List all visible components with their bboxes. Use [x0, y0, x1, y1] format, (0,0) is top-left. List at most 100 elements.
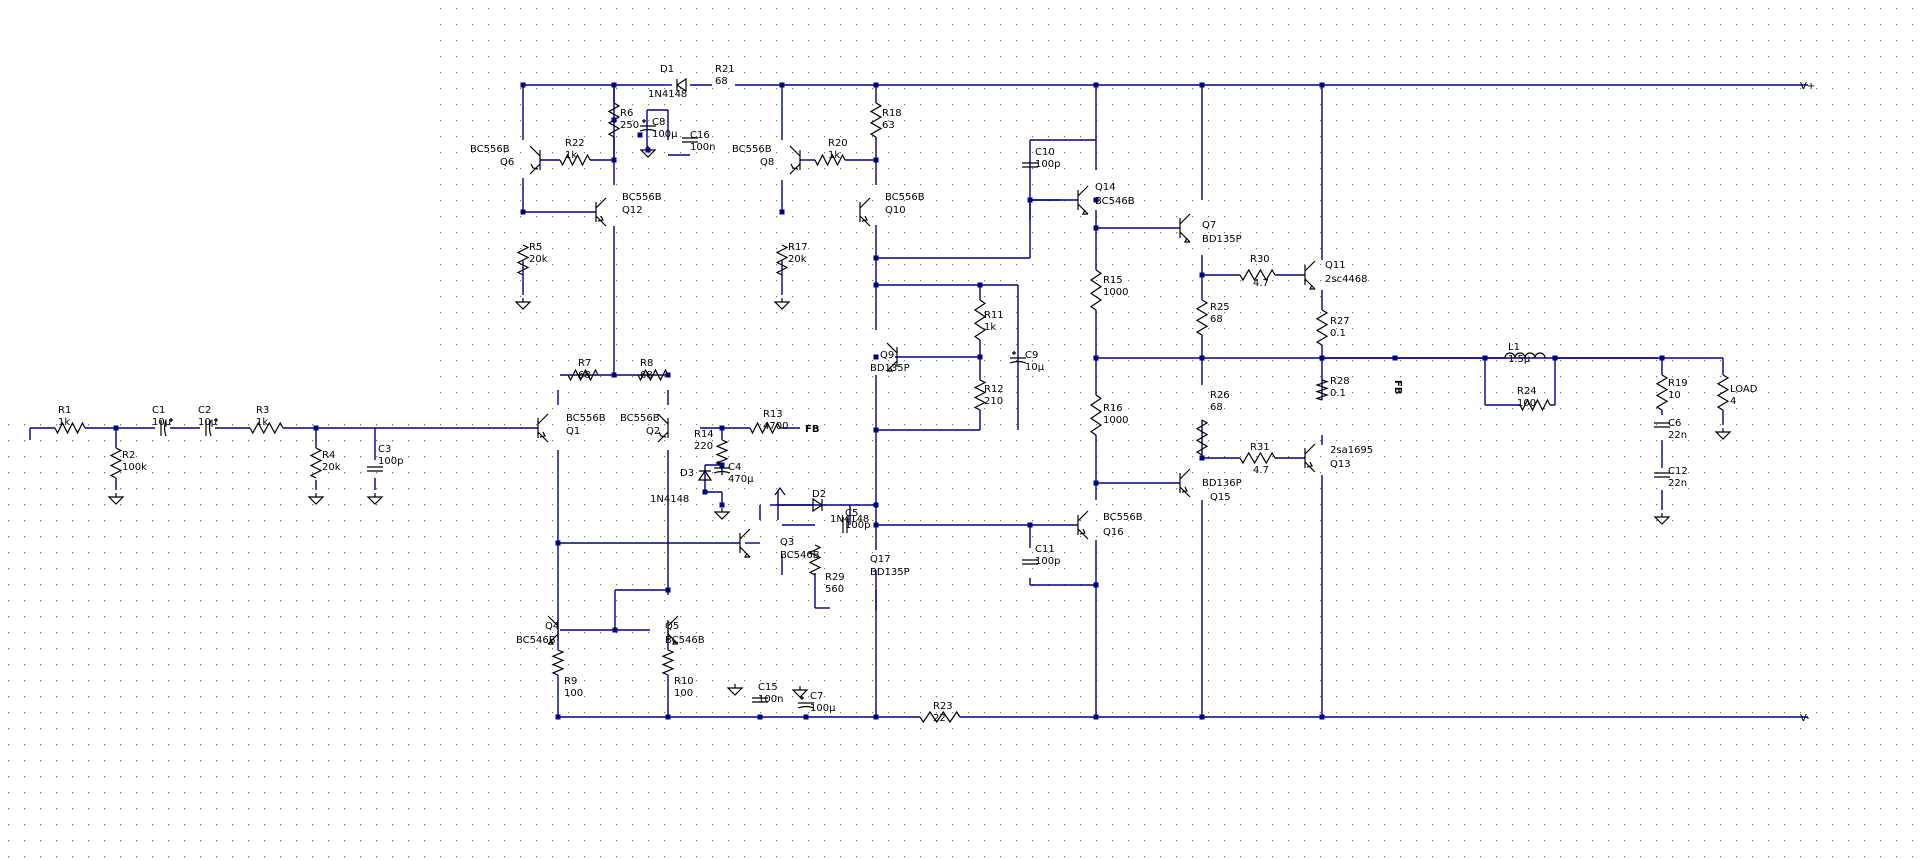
junction-dot	[113, 425, 119, 431]
junction-dot	[757, 714, 763, 720]
value-q16: BC556B	[1103, 512, 1143, 523]
junction-dot	[1199, 272, 1205, 278]
ref-r21: R21	[715, 64, 735, 75]
wires	[29, 84, 1808, 718]
junction-dot	[873, 427, 879, 433]
value-d1: 1N4148	[648, 89, 687, 100]
ref-d1: D1	[660, 64, 674, 75]
ref-q6: Q6	[500, 157, 514, 168]
resistor	[1315, 379, 1329, 401]
transistor-leads	[859, 197, 871, 227]
value-r12: 210	[984, 396, 1003, 407]
ground-symbol	[107, 493, 125, 505]
ref-r7: R7	[578, 358, 591, 369]
junction-dot	[1093, 480, 1099, 486]
transistor-arrow	[597, 215, 604, 222]
junction-dot	[611, 372, 617, 378]
ref-r17: R17	[788, 242, 808, 253]
value-q14: BC546B	[1095, 196, 1135, 207]
ref-r27: R27	[1330, 316, 1350, 327]
ref-c11: C11	[1035, 544, 1055, 555]
resistor	[814, 153, 846, 167]
transistor-arrow	[1079, 528, 1086, 535]
junction-dot	[1319, 714, 1325, 720]
resistor	[1239, 451, 1276, 465]
capacitor	[752, 697, 768, 703]
ref-r4: R4	[322, 450, 335, 461]
value-q15: BD136P	[1202, 478, 1242, 489]
junction-dot	[873, 255, 879, 261]
electrolytic-capacitor	[713, 467, 731, 474]
value-q3: BC546B	[780, 550, 820, 561]
transistor-arrow	[658, 431, 667, 438]
value-r16: 1000	[1103, 415, 1128, 426]
value-c8: 100µ	[652, 129, 678, 140]
junction-dot	[1552, 355, 1558, 361]
junction-dot	[719, 425, 725, 431]
value-c5: 100p	[845, 520, 870, 531]
value-q6: BC556B	[470, 144, 510, 155]
ref-r29: R29	[825, 572, 845, 583]
junction-dot	[873, 522, 879, 528]
capacitor	[1654, 422, 1670, 428]
resistor	[775, 244, 789, 276]
value-q13: 2sa1695	[1330, 445, 1373, 456]
fb-label: FB	[805, 424, 819, 435]
value-r7: 68	[578, 370, 591, 381]
value-c11: 100p	[1035, 556, 1060, 567]
ref-r10: R10	[674, 676, 694, 687]
value-r10: 100	[674, 688, 693, 699]
junction-dot	[873, 502, 879, 508]
ground-symbol	[1714, 428, 1732, 440]
value-r18: 63	[882, 120, 895, 131]
capacitor-plus	[169, 418, 173, 422]
value-r25: 68	[1210, 314, 1223, 325]
ref-q13: Q13	[1330, 459, 1351, 470]
transistor-arrow	[861, 215, 868, 222]
transistor-arrow	[548, 639, 554, 645]
ref-r8: R8	[640, 358, 653, 369]
junction-dot	[719, 502, 725, 508]
capacitor-plus	[214, 418, 218, 422]
value-r17: 20k	[788, 254, 807, 265]
value-c7: 100µ	[810, 703, 836, 714]
ref-q8: Q8	[760, 157, 774, 168]
ref-q10: Q10	[885, 205, 906, 216]
ref-r25: R25	[1210, 302, 1230, 313]
junction-dot	[1392, 355, 1398, 361]
electrolytic-capacitor	[797, 702, 815, 709]
ref-q11: Q11	[1325, 260, 1346, 271]
transistor-leads	[1077, 510, 1089, 540]
ref-c10: C10	[1035, 147, 1055, 158]
value-r27: 0.1	[1330, 328, 1346, 339]
transistor-arrow	[1181, 486, 1188, 493]
resistor	[54, 421, 86, 435]
ref-q3: Q3	[780, 537, 794, 548]
junction-dot	[1199, 82, 1205, 88]
transistor-leads	[886, 342, 898, 372]
resistor	[551, 649, 565, 676]
value-q1: BC556B	[566, 413, 606, 424]
value-r28: 0.1	[1330, 388, 1346, 399]
junction-dot	[779, 82, 785, 88]
ref-r15: R15	[1103, 275, 1123, 286]
value-r6: 250	[620, 120, 639, 131]
inductor	[1504, 352, 1546, 359]
junction-dot	[611, 117, 617, 123]
capacitor-plus	[800, 696, 804, 700]
ref-c2: C2	[198, 405, 211, 416]
ref-q16: Q16	[1103, 527, 1124, 538]
diode	[812, 497, 824, 513]
ref-r14: R14	[694, 429, 714, 440]
value-r21: 68	[715, 76, 728, 87]
resistor	[516, 244, 530, 276]
ground-symbol	[791, 686, 809, 698]
ground-symbol	[307, 493, 325, 505]
transistor-arrow	[1306, 461, 1313, 468]
value-r19: 10	[1668, 390, 1681, 401]
ref-r3: R3	[256, 405, 269, 416]
ref-c9: C9	[1025, 350, 1038, 361]
resistor	[1716, 374, 1730, 411]
value-d3: 1N4148	[650, 494, 689, 505]
